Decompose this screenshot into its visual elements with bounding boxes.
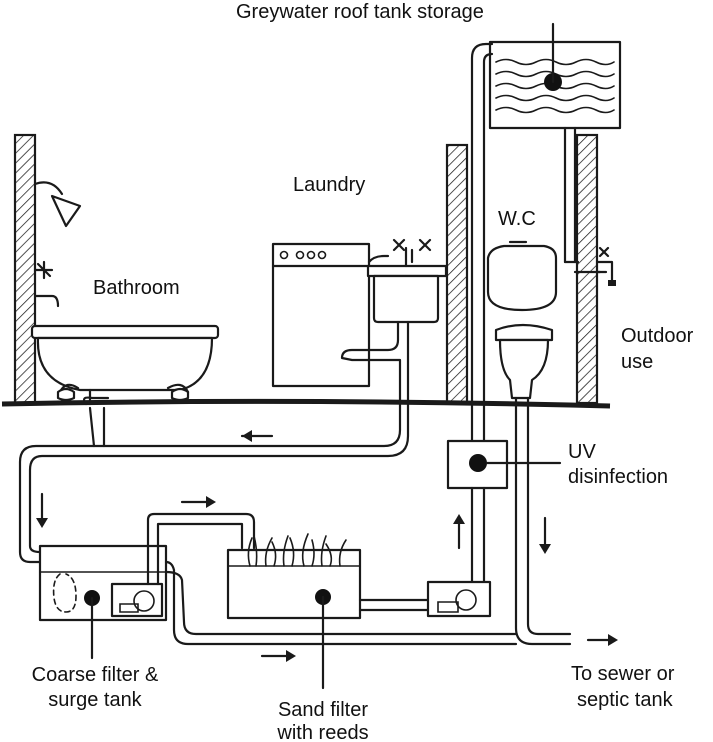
coarse-filter-label-line1: Coarse filter & — [31, 664, 159, 686]
coarse-filter-label-line2: surge tank — [48, 689, 142, 711]
uv-label-line1: UV — [568, 441, 596, 463]
sand-filter-label-line1: Sand filter — [277, 699, 369, 721]
riser-pipe — [470, 42, 494, 444]
wc-wall-left — [445, 143, 469, 405]
roof-tank-label: Greywater roof tank storage — [236, 1, 484, 23]
transfer-pipe — [146, 512, 256, 586]
flow-arrow-right-top — [180, 496, 216, 508]
shower-head-icon — [33, 181, 82, 228]
laundry-label: Laundry — [293, 174, 366, 196]
flow-arrow-up — [453, 514, 465, 550]
laundry-sink — [366, 238, 448, 324]
flow-arrow-right-bottom — [260, 650, 296, 662]
outdoor-label-line1: Outdoor — [621, 325, 694, 347]
sewer-pipe — [514, 396, 572, 646]
bathroom-wall — [13, 133, 37, 405]
wc-label: W.C — [498, 208, 536, 230]
overflow-pipe — [164, 560, 518, 646]
reeds-icon — [247, 533, 347, 567]
toilet — [486, 240, 558, 400]
laundry-drain-pipe — [18, 320, 402, 564]
outdoor-tap-icon — [595, 246, 616, 286]
flow-arrow-right-sewer — [586, 634, 618, 646]
flow-arrow-down-left — [36, 492, 48, 528]
flow-arrow-left — [240, 430, 274, 442]
washing-machine — [271, 242, 390, 388]
bath-taps-icon — [33, 260, 60, 308]
coarse-filter-tank — [38, 544, 168, 660]
uv-label-line2: disinfection — [568, 466, 669, 488]
bathtub — [30, 324, 220, 402]
outdoor-label-line2: use — [621, 351, 654, 373]
sand-filter-label-line2: with reeds — [277, 722, 369, 742]
flow-arrow-down-right — [539, 516, 551, 554]
sewer-label-line1: To sewer or — [571, 663, 675, 685]
floor-line — [1, 398, 611, 409]
sand-filter-reeds — [226, 533, 362, 690]
uv-feed-pump — [426, 580, 492, 618]
sewer-label-line2: septic tank — [577, 689, 673, 711]
wc-wall-right — [575, 133, 599, 405]
bathroom-label: Bathroom — [93, 277, 180, 299]
pump-icon — [119, 590, 155, 613]
